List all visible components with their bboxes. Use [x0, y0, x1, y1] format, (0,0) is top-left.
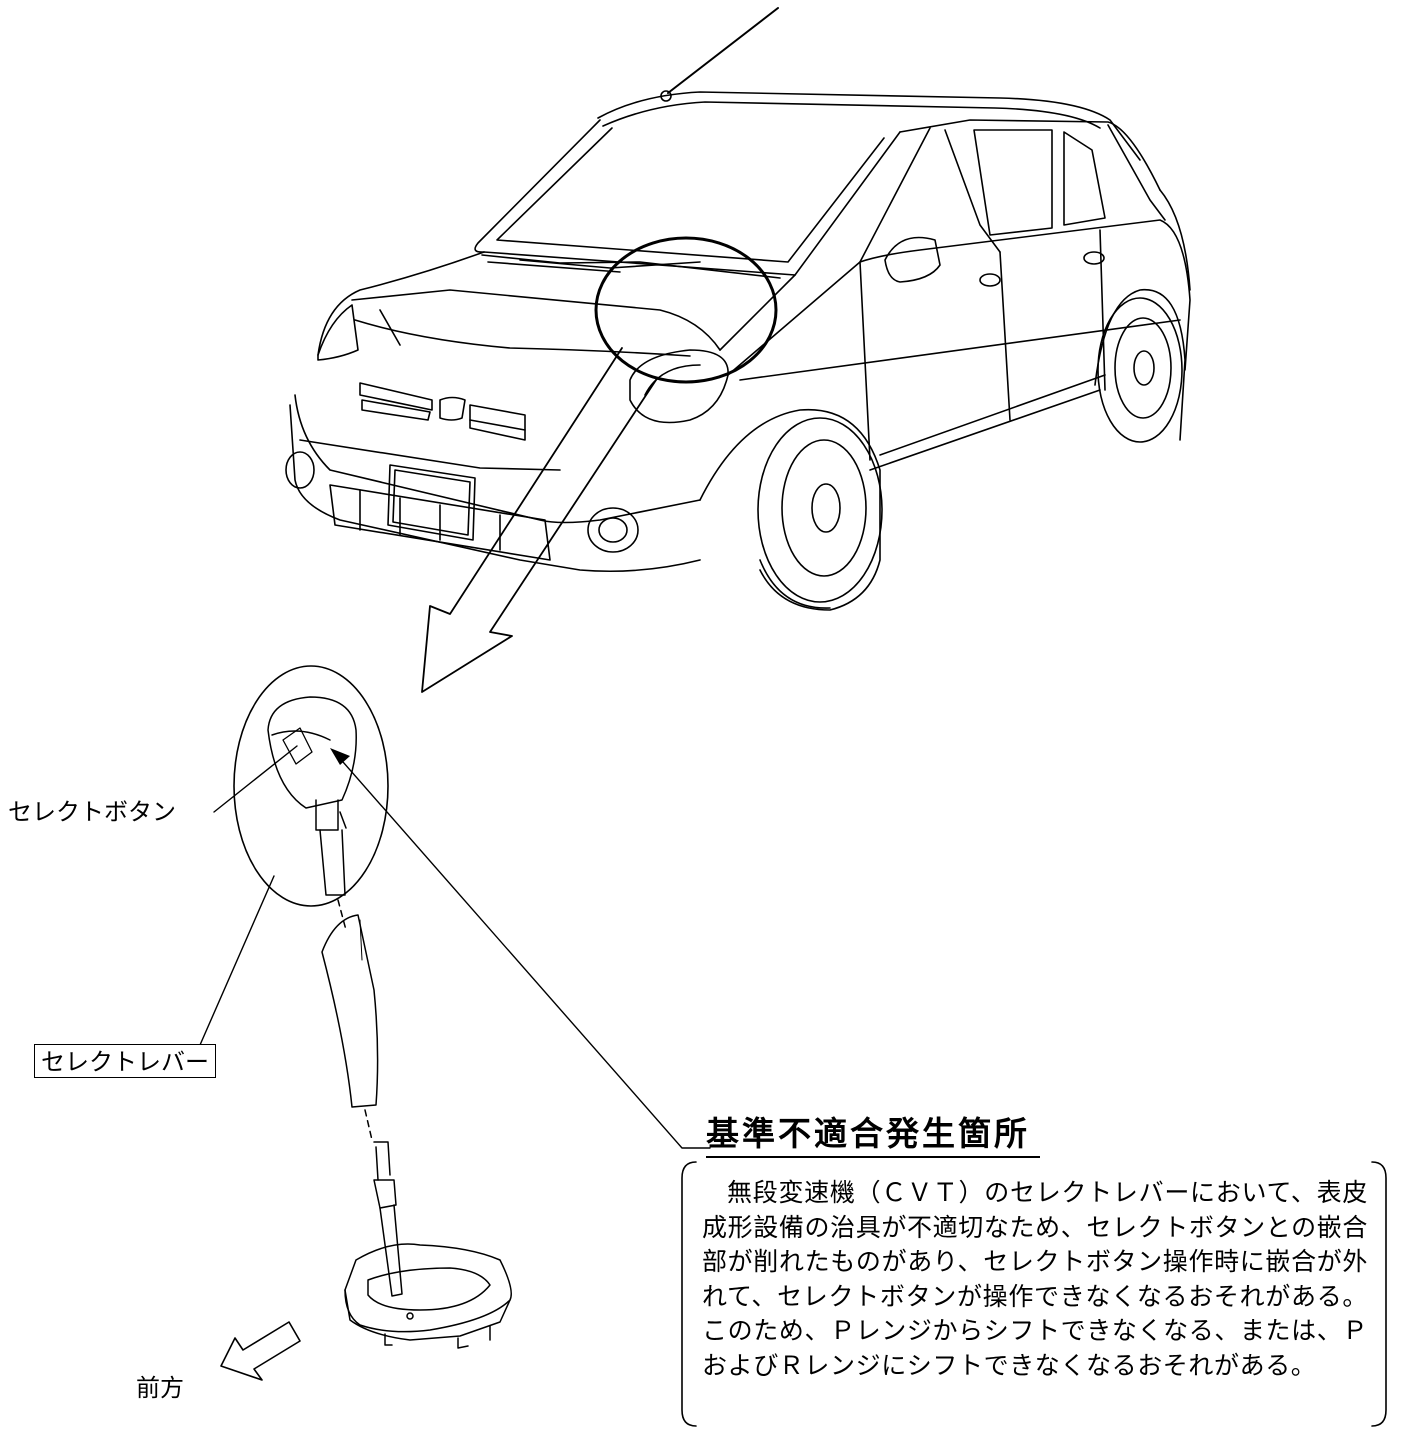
car-illustration — [285, 7, 1191, 611]
zoom-arrow — [421, 347, 657, 693]
forward-label: 前方 — [136, 1374, 184, 1402]
leader-defect — [335, 753, 711, 1149]
select-lever-assembly — [267, 696, 512, 1349]
leader-select-lever — [199, 875, 275, 1046]
leader-select-button — [213, 745, 298, 813]
description-bracket — [681, 1161, 1387, 1427]
defect-location-heading: 基準不適合発生箇所 — [706, 1112, 1040, 1158]
forward-arrow-icon — [220, 1321, 301, 1381]
zoom-circle-lever — [233, 665, 389, 907]
defect-description-box: 無段変速機（ＣＶＴ）のセレクトレバーにおいて、表皮成形設備の治具が不適切なため、… — [682, 1162, 1382, 1424]
defect-description-text: 無段変速機（ＣＶＴ）のセレクトレバーにおいて、表皮成形設備の治具が不適切なため、… — [702, 1178, 1368, 1380]
select-lever-label: セレクトレバー — [34, 1044, 216, 1078]
select-button-label: セレクトボタン — [8, 798, 176, 826]
leader-defect-arrowhead — [330, 748, 350, 765]
zoom-circle-car — [594, 236, 778, 384]
